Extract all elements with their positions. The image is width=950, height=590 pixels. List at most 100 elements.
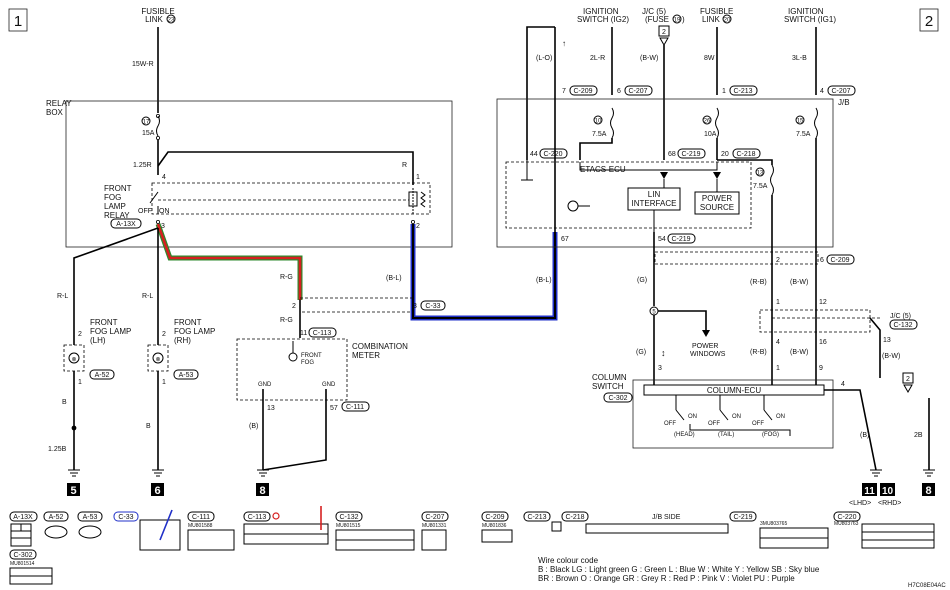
etacs-connector-c220: C-220 — [543, 151, 562, 158]
svg-text:⊗: ⊗ — [71, 357, 76, 363]
wire-bw-4: (B-W) — [882, 353, 900, 360]
relay-box-fuse-amp: 15A — [142, 130, 155, 137]
ground-6: 6 — [154, 485, 160, 497]
lamp-rh-connector: A-53 — [179, 372, 194, 379]
ign-ig1-label: IGNITION — [788, 7, 824, 16]
wire-bw-top: (B-W) — [640, 55, 658, 62]
cv-mu4: MU801836 — [482, 523, 507, 529]
relay-pin-4: 4 — [162, 174, 166, 181]
lamp-rh-pin2: 2 — [162, 331, 166, 338]
ign-ig1-label2: SWITCH (IG1) — [784, 15, 836, 24]
lin-label2: INTERFACE — [632, 199, 677, 208]
lamp-lh-pin2: 2 — [78, 331, 82, 338]
cv-mu3: MU801331 — [422, 523, 447, 529]
column-pin-9: 9 — [819, 365, 823, 372]
cv-mu6: 3MU803765 — [760, 521, 787, 527]
footer-code: H7C08E04AC — [908, 583, 946, 589]
etacs-pin-54: 54 — [658, 236, 666, 243]
jb-fuse-13: 13 — [757, 171, 764, 177]
c33-pin-3: 3 — [413, 303, 417, 310]
meter-connector-top: C-113 — [313, 330, 332, 337]
jb-pin-1a: 1 — [722, 88, 726, 95]
cv-a13x: A-13X — [13, 514, 33, 521]
legend-title: Wire colour code — [538, 556, 599, 565]
wire-bl-1: (B-L) — [386, 275, 402, 282]
meter-pin-11: 11 — [300, 330, 307, 337]
wire-rg-1: R-G — [280, 274, 293, 281]
wire-rb-2: (R-B) — [750, 349, 767, 356]
wire-b-4: (B) — [860, 432, 869, 439]
meter-gnd-2: GND — [322, 382, 336, 388]
jc5-pin: 2 — [662, 29, 666, 36]
jb-connector-c209a: C-209 — [573, 88, 592, 95]
ign-ig2-label2: SWITCH (IG2) — [577, 15, 629, 24]
jc5-fuse-suffix: ) — [682, 15, 685, 24]
connector-face-views: A-13X A-52 A-53 C-33 C-111 MU801588 C-11… — [9, 506, 935, 585]
etacs-pin-67: 67 — [561, 236, 569, 243]
cv-mu2: MU801515 — [336, 523, 361, 529]
ign-ig2-label: IGNITION — [583, 7, 619, 16]
jb-fuse-10: 10 — [595, 119, 602, 125]
wire-g-1: (G) — [637, 277, 647, 284]
meter-label-1: COMBINATION — [352, 342, 408, 351]
fog-off-label: OFF — [752, 421, 764, 427]
lamp-rh-l2: FOG LAMP — [174, 327, 215, 336]
wire-2b: 2B — [914, 432, 923, 439]
wire-rl-2: R-L — [142, 293, 153, 300]
svg-text:↕: ↕ — [661, 348, 666, 358]
combination-meter — [236, 338, 348, 401]
wire-rl-1: R-L — [57, 293, 68, 300]
ground-icon — [68, 469, 269, 477]
power-windows-label2: WINDOWS — [690, 351, 726, 358]
fusible-link-20-label2: LINK — [702, 15, 720, 24]
jb-fuse-15: 15 — [797, 119, 804, 125]
jc5-pin-1: 1 — [776, 299, 780, 306]
cv-c33: C-33 — [118, 514, 133, 521]
ground-8a: 8 — [259, 485, 265, 497]
page-number-right: 2 — [925, 13, 933, 30]
jb-pin-4: 4 — [820, 88, 824, 95]
jc5-label: J/C (5) — [642, 7, 666, 16]
ground-8b: 8 — [925, 485, 931, 497]
jb-connector-c207b: C-207 — [831, 88, 850, 95]
svg-text:⊗: ⊗ — [155, 357, 160, 363]
relay-label-1: FRONT — [104, 184, 132, 193]
wire-b-3: (B) — [249, 423, 258, 430]
relay-box — [65, 100, 453, 248]
cv-c113: C-113 — [248, 514, 267, 521]
relay-box-label: RELAY — [46, 99, 72, 108]
cv-mu1: MU801588 — [188, 523, 213, 529]
c33-connector: C-33 — [425, 303, 440, 310]
jc5-pin-12: 12 — [819, 299, 827, 306]
jc5-pin-13: 13 — [883, 337, 891, 344]
jb-fuse-10-amp: 7.5A — [592, 131, 607, 138]
joint-connector-5 — [759, 309, 871, 333]
jb-pin-6: 6 — [617, 88, 621, 95]
wire-g-2: (G) — [636, 349, 646, 356]
etacs-connector-c219a: C-219 — [681, 151, 700, 158]
cv-mu5: MU801514 — [10, 561, 35, 567]
tail-off-label: OFF — [708, 421, 720, 427]
rhd-label: <RHD> — [878, 500, 901, 507]
relay-label-4: RELAY — [104, 211, 130, 220]
head-off-label: OFF — [664, 421, 676, 427]
etacs-pin-68: 68 — [668, 151, 676, 158]
fusible-link-23-label2: LINK — [145, 15, 163, 24]
meter-fog-label: FRONT — [301, 353, 322, 359]
wire-b-2: B — [146, 423, 151, 430]
svg-text:↑: ↑ — [562, 39, 566, 48]
cv-c132: C-132 — [339, 514, 358, 521]
power-source-label2: SOURCE — [700, 203, 734, 212]
svg-text:2: 2 — [906, 376, 910, 383]
wire-8w: 8W — [704, 55, 715, 62]
cv-jbside: J/B SIDE — [652, 514, 681, 521]
transistor-icon — [567, 200, 579, 212]
ground-icon — [870, 469, 935, 477]
lamp-rh-l1: FRONT — [174, 318, 202, 327]
relay-pin-2: 2 — [416, 223, 420, 230]
column-pin-3: 3 — [658, 365, 662, 372]
c209b-pin-6: 6 — [820, 257, 824, 264]
wire-bw-2: (B-W) — [790, 279, 808, 286]
cv-c302: C-302 — [13, 552, 32, 559]
